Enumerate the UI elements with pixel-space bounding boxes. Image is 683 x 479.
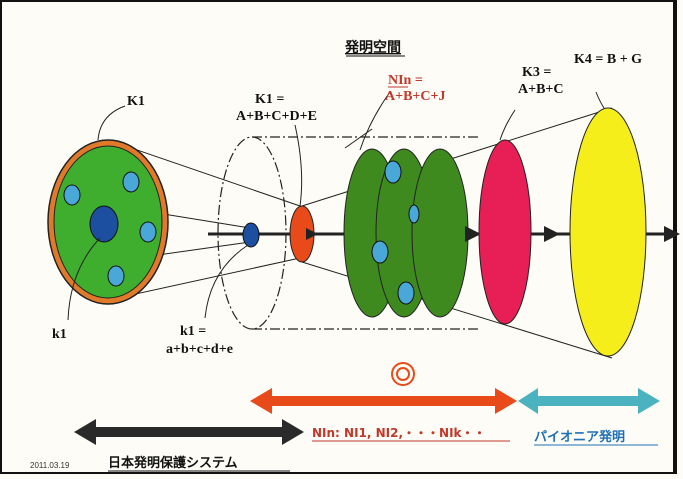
label-K3-2: A+B+C: [518, 82, 564, 97]
label-NIn-2: A+B+C+J: [385, 89, 446, 104]
label-NIn-1: NIn =: [388, 73, 423, 88]
japan-system-arrow: [74, 419, 304, 445]
diagram-title: 発明空間: [344, 39, 401, 56]
nin-discs: [343, 148, 469, 318]
nin-list-label: NIn: NI1, NI2,・・・NIk・・: [312, 426, 486, 440]
label-k1-eq-2: a+b+c+d+e: [166, 342, 233, 357]
bullseye-icon: [391, 362, 415, 386]
k4-disc: [569, 107, 647, 357]
label-K1-top: K1: [127, 94, 145, 109]
label-K1-eq-1: K1 =: [255, 92, 284, 107]
label-K1-eq-2: A+B+C+D+E: [236, 109, 317, 124]
label-K3-1: K3 =: [522, 65, 551, 80]
k1-small-node: [242, 222, 260, 248]
pioneer-invention-label: パイオニア発明: [534, 429, 625, 445]
k1-core: [89, 205, 119, 243]
pioneer-range-arrow: [518, 388, 660, 414]
label-k1-eq-1: k1 =: [180, 324, 206, 339]
leader-lines: [67, 91, 605, 321]
k1-disc: [47, 139, 169, 305]
date-stamp: 2011.03.19: [30, 461, 70, 470]
label-k1-left: k1: [52, 327, 67, 342]
nin-range-arrow: [250, 388, 517, 414]
label-K4: K4 = B + G: [574, 52, 642, 67]
k3-disc: [478, 139, 532, 325]
japan-system-label: 日本発明保護システム: [108, 455, 238, 471]
